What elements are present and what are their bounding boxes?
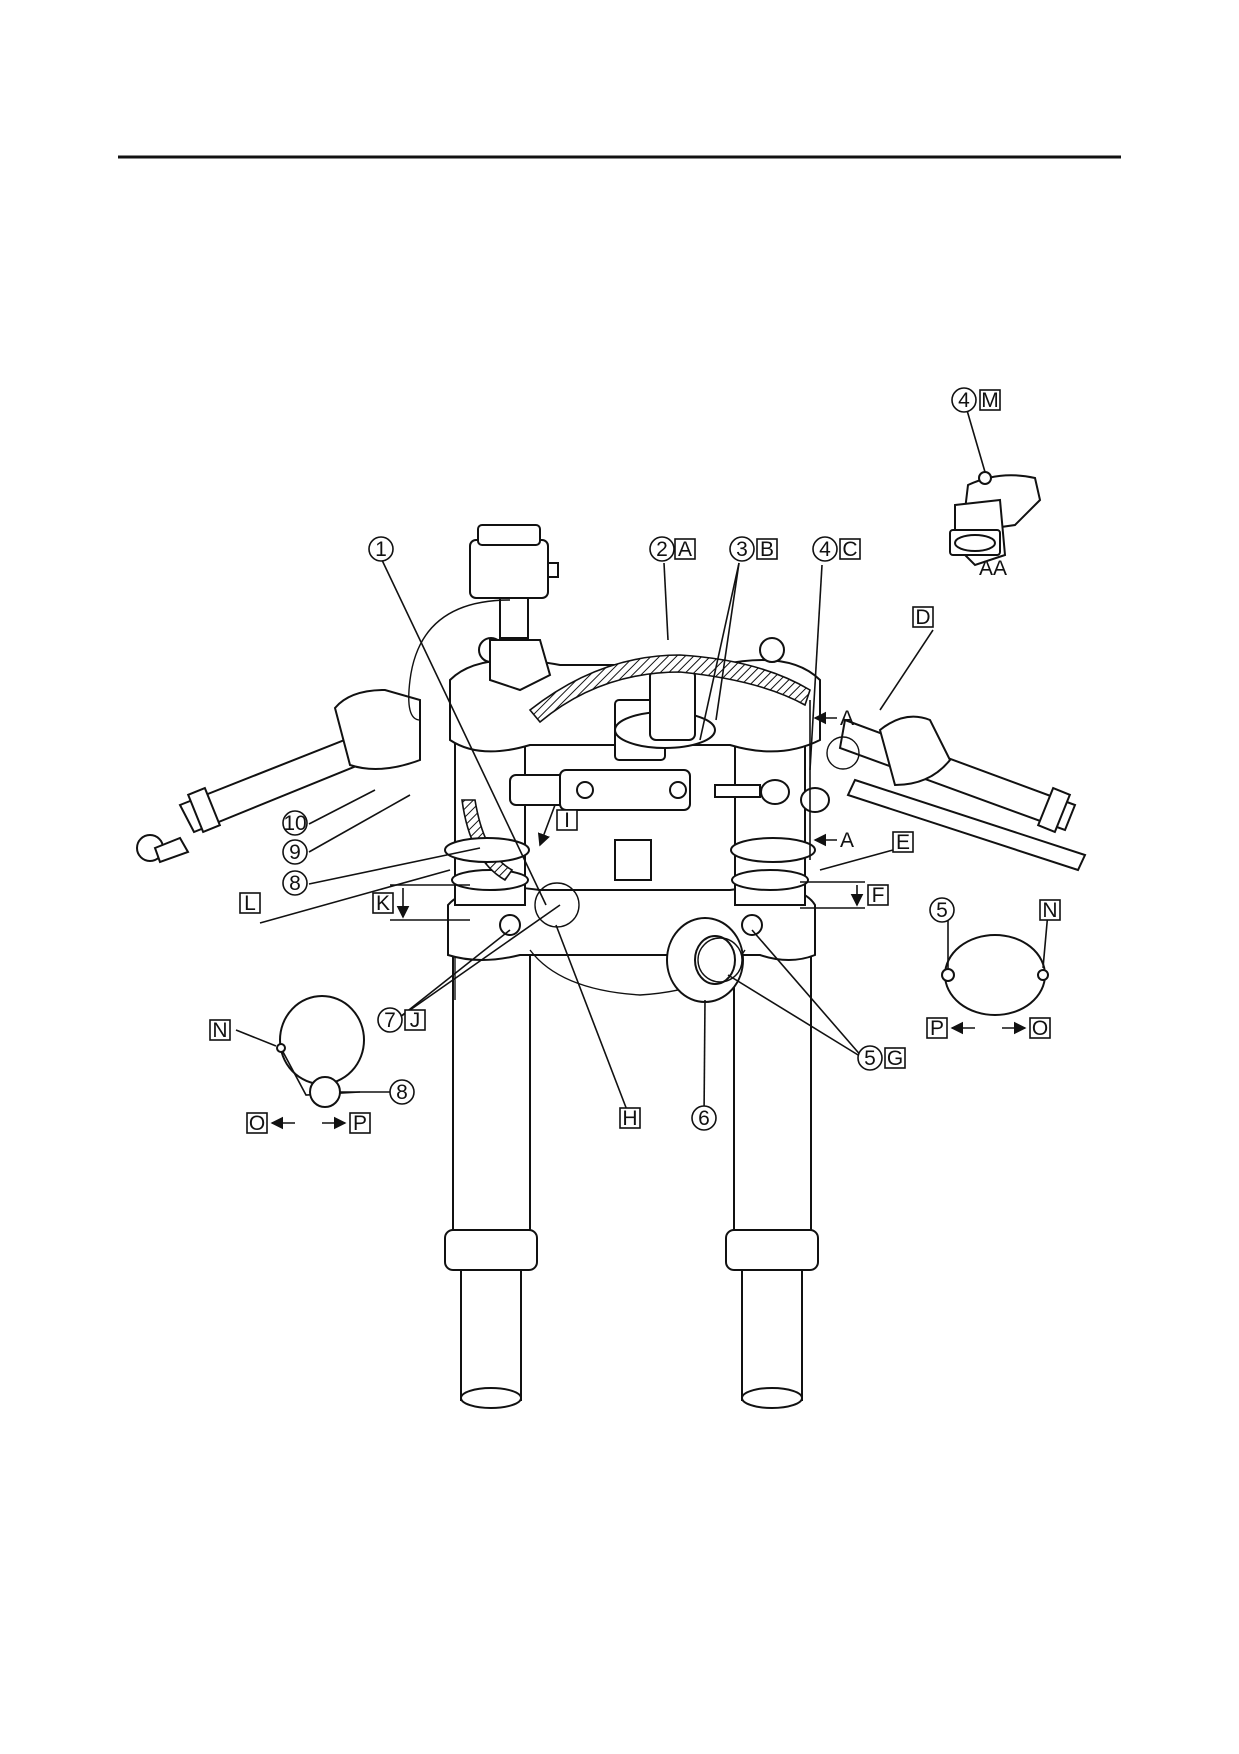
svg-text:D: D xyxy=(915,606,930,629)
svg-text:5: 5 xyxy=(864,1047,876,1070)
svg-text:8: 8 xyxy=(396,1081,408,1104)
svg-text:N: N xyxy=(212,1019,227,1042)
left-handlebar xyxy=(136,688,421,864)
letter-box-o-right: O xyxy=(1029,1017,1051,1040)
brake-reservoir xyxy=(469,524,559,692)
svg-text:N: N xyxy=(1042,899,1057,922)
svg-text:6: 6 xyxy=(698,1107,710,1130)
letter-box-l: L xyxy=(239,892,261,915)
svg-text:G: G xyxy=(887,1047,903,1070)
letter-box-n-right: N xyxy=(1039,899,1061,922)
letter-box-k: K xyxy=(372,892,394,915)
callout-10: 10 xyxy=(282,810,308,836)
svg-text:O: O xyxy=(1032,1017,1048,1040)
callout-7: 7 xyxy=(377,1007,403,1033)
letter-box-d: D xyxy=(912,606,934,629)
callout-4-detail: 4 xyxy=(951,387,977,413)
svg-text:P: P xyxy=(353,1112,367,1135)
svg-text:K: K xyxy=(376,892,390,915)
svg-text:4: 4 xyxy=(819,538,831,561)
callout-8-clamp: 8 xyxy=(389,1079,415,1105)
svg-text:E: E xyxy=(896,831,910,854)
letter-box-m: M xyxy=(979,389,1001,412)
letter-box-p-left: P xyxy=(349,1112,371,1135)
wire-harness-left xyxy=(461,799,514,882)
letter-box-g: G xyxy=(884,1047,906,1070)
svg-text:1: 1 xyxy=(375,538,387,561)
callout-5-clamp: 5 xyxy=(929,897,955,923)
svg-text:4: 4 xyxy=(958,389,970,412)
clamp-detail-left xyxy=(276,995,365,1108)
svg-text:P: P xyxy=(930,1017,944,1040)
svg-text:8: 8 xyxy=(289,872,301,895)
svg-text:B: B xyxy=(760,538,774,561)
steering-damper xyxy=(509,769,830,813)
svg-text:M: M xyxy=(981,389,999,412)
svg-text:J: J xyxy=(410,1009,421,1032)
svg-text:7: 7 xyxy=(384,1009,396,1032)
letter-box-f: F xyxy=(867,884,889,907)
svg-text:I: I xyxy=(564,809,570,832)
left-cable-clamp xyxy=(444,837,530,863)
svg-text:O: O xyxy=(249,1112,265,1135)
steering-stem xyxy=(614,669,716,749)
letter-box-o-left: O xyxy=(246,1112,268,1135)
wire-harness-top xyxy=(528,654,811,724)
letter-box-a: A xyxy=(674,538,696,561)
section-mark-a-top: A xyxy=(840,707,854,730)
right-cable-clamp xyxy=(730,837,816,863)
left-fork-tube xyxy=(444,949,538,1409)
right-handlebar xyxy=(838,715,1087,872)
callout-3: 3 xyxy=(729,536,755,562)
letter-box-b: B xyxy=(756,538,778,561)
svg-text:10: 10 xyxy=(283,812,306,835)
detail-aa-label: AA xyxy=(979,557,1007,580)
brake-hose xyxy=(408,599,511,721)
letter-box-e: E xyxy=(892,831,914,854)
horn xyxy=(666,917,744,1003)
svg-text:2: 2 xyxy=(656,538,668,561)
letter-box-n-left: N xyxy=(209,1019,231,1042)
callout-2: 2 xyxy=(649,536,675,562)
right-fork-tube xyxy=(725,949,819,1409)
letter-box-c: C xyxy=(839,538,861,561)
callout-8-main: 8 xyxy=(282,870,308,896)
svg-text:3: 3 xyxy=(736,538,748,561)
svg-text:9: 9 xyxy=(289,841,301,864)
svg-text:5: 5 xyxy=(936,899,948,922)
letter-box-i: I xyxy=(556,809,578,832)
callout-1: 1 xyxy=(368,536,394,562)
detail-aa-part xyxy=(949,471,1042,567)
callout-9: 9 xyxy=(282,839,308,865)
svg-text:F: F xyxy=(872,884,885,907)
callout-6: 6 xyxy=(691,1105,717,1131)
callout-5-main: 5 xyxy=(857,1045,883,1071)
section-mark-a-bottom: A xyxy=(840,829,854,852)
callout-4: 4 xyxy=(812,536,838,562)
svg-text:H: H xyxy=(622,1107,637,1130)
letter-box-j: J xyxy=(404,1009,426,1032)
letter-box-p-right: P xyxy=(926,1017,948,1040)
svg-text:C: C xyxy=(842,538,857,561)
svg-text:L: L xyxy=(244,892,256,915)
clamp-detail-right xyxy=(941,934,1049,1016)
svg-text:A: A xyxy=(678,538,692,561)
leader-lines xyxy=(235,399,1049,1130)
front-fork-handlebar-assembly xyxy=(136,524,1087,1409)
letter-box-h: H xyxy=(619,1107,641,1130)
